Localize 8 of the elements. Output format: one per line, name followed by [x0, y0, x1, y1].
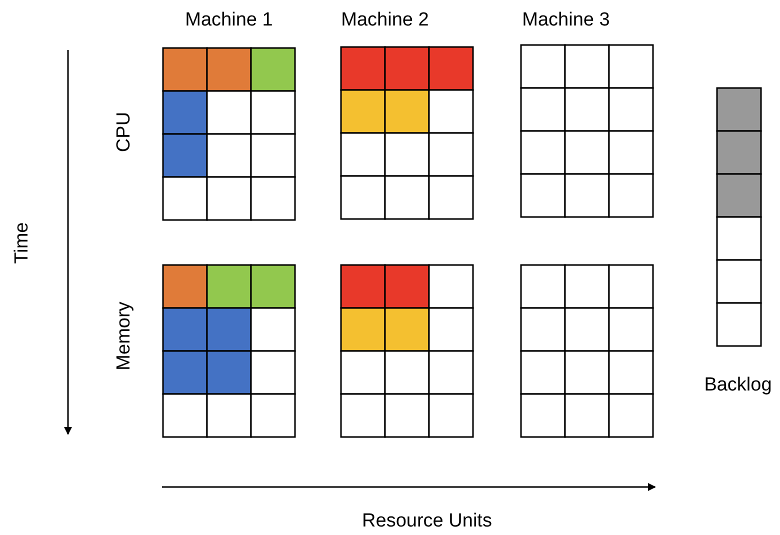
axis-label: Machine 1: [185, 10, 273, 30]
axis-label: Memory: [114, 302, 134, 370]
axis-label: Machine 3: [522, 10, 610, 30]
axis-label: Time: [12, 222, 32, 264]
axis-label: Backlog: [704, 376, 772, 394]
axis-label: Resource Units: [362, 512, 492, 530]
axis-label: CPU: [114, 112, 134, 152]
axis-label: Machine 2: [341, 10, 429, 30]
